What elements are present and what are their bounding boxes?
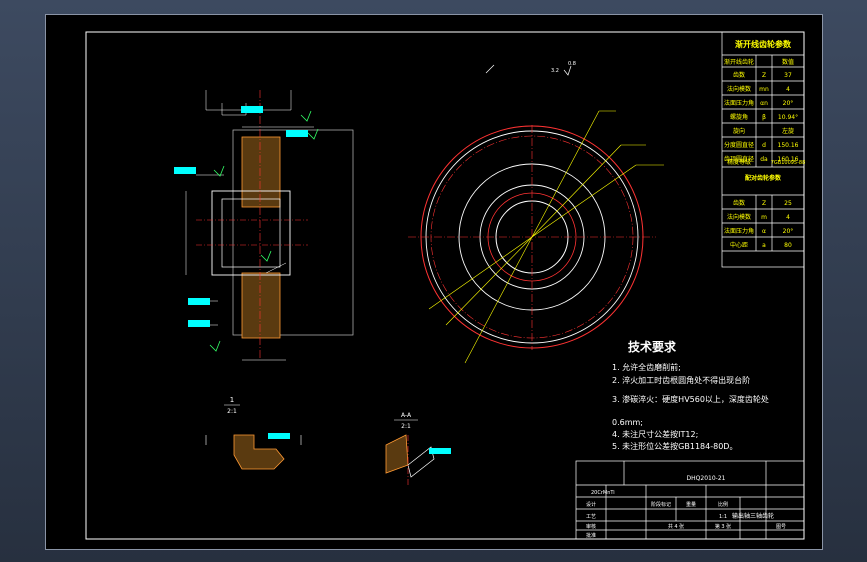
params-table bbox=[721, 31, 805, 268]
mating-name: 法向模数 bbox=[727, 213, 751, 221]
param-value: 37 bbox=[784, 72, 792, 79]
param-value: 7GB10095-88 bbox=[771, 160, 806, 166]
mating-value: 25 bbox=[784, 200, 792, 207]
param-symbol: mn bbox=[759, 86, 769, 93]
gear-front-view bbox=[408, 64, 664, 364]
tech-req-item: 3. 渗碳淬火：硬度HV560以上，深度齿轮处 bbox=[612, 394, 769, 404]
mating-symbol: α bbox=[762, 228, 766, 235]
param-symbol: da bbox=[760, 156, 768, 163]
param-value: 20° bbox=[783, 100, 794, 107]
param-symbol: Z bbox=[762, 72, 766, 79]
drawing-border bbox=[85, 31, 805, 540]
param-name: 螺旋角 bbox=[730, 113, 748, 121]
tech-req-item: 4. 未注尺寸公差按IT12; bbox=[612, 429, 698, 439]
param-name: 精度等级 bbox=[727, 158, 751, 166]
detail-a-label: A-A bbox=[401, 412, 412, 419]
detail-1-label: 1 bbox=[230, 396, 234, 404]
center-note: 0.8 bbox=[568, 61, 576, 67]
drawing-label: 图号 bbox=[776, 524, 786, 530]
param-value: 4 bbox=[786, 86, 790, 93]
scale-value: 1:1 bbox=[719, 514, 727, 520]
gear-section-view bbox=[174, 90, 354, 361]
param-name: 齿顶圆直径 bbox=[724, 155, 754, 163]
mating-symbol: Z bbox=[762, 200, 766, 207]
reviewer-label: 审核 bbox=[586, 523, 596, 530]
param-value: 10.94° bbox=[778, 114, 798, 121]
detail-a-scale: 2:1 bbox=[401, 423, 411, 430]
tech-requirements: 技术要求 1. 允许全齿磨削前; 2. 淬火加工时齿根圆角处不得出现台阶 3. … bbox=[612, 339, 769, 451]
designer-label: 设计 bbox=[586, 501, 596, 508]
mating-title: 配对齿轮参数 bbox=[745, 174, 782, 182]
mating-value: 80 bbox=[784, 242, 792, 249]
tech-req-item: 0.6mm; bbox=[612, 418, 643, 427]
param-name: 旋向 bbox=[733, 127, 745, 135]
title-block bbox=[575, 460, 805, 540]
tech-req-item: 2. 淬火加工时齿根圆角处不得出现台阶 bbox=[612, 375, 750, 385]
sheet-number: 第 3 张 bbox=[715, 523, 731, 530]
ratio-label: 比例 bbox=[718, 501, 728, 508]
tech-req-title: 技术要求 bbox=[628, 339, 677, 354]
drawing-svg: 渐开线齿轮参数 渐开线齿轮 数值 齿数 Z 37 法向模数 mn 4 法面压力角… bbox=[85, 31, 806, 540]
param-name: 齿数 bbox=[733, 71, 745, 79]
mating-name: 法面压力角 bbox=[724, 227, 754, 235]
param-value: 左旋 bbox=[782, 127, 794, 135]
tech-req-item: 1. 允许全齿磨削前; bbox=[612, 362, 681, 372]
mating-rows: 齿数 Z 25 法向模数 m 4 法面压力角 α 20° 中心距 a 80 bbox=[724, 199, 793, 249]
weight-label: 重量 bbox=[686, 501, 696, 508]
drawing-canvas[interactable]: 渐开线齿轮参数 渐开线齿轮 数值 齿数 Z 37 法向模数 mn 4 法面压力角… bbox=[45, 14, 823, 550]
param-symbol: αn bbox=[760, 100, 768, 107]
param-name: 法面压力角 bbox=[724, 99, 754, 107]
params-rows: 齿数 Z 37 法向模数 mn 4 法面压力角 αn 20° 螺旋角 β 10.… bbox=[724, 71, 799, 163]
mating-symbol: a bbox=[762, 242, 766, 249]
params-header-value: 数值 bbox=[782, 58, 794, 66]
detail-view-a: A-A 2:1 bbox=[385, 412, 451, 485]
detail-1-scale: 2:1 bbox=[227, 408, 237, 415]
approve-label: 批准 bbox=[586, 532, 596, 539]
params-header-name: 渐开线齿轮 bbox=[724, 58, 754, 66]
params-table-title: 渐开线齿轮参数 bbox=[735, 39, 792, 49]
sheet-total: 共 4 张 bbox=[668, 523, 684, 530]
param-value: 160.16 bbox=[778, 156, 799, 163]
mating-name: 齿数 bbox=[733, 199, 745, 207]
param-symbol: β bbox=[762, 114, 766, 121]
param-value: 150.16 bbox=[778, 142, 799, 149]
param-name: 法向模数 bbox=[727, 85, 751, 93]
drawing-number: DHQ2010-21 bbox=[687, 475, 726, 482]
part-name: 输出轴三轴齿轮 bbox=[732, 512, 774, 520]
mating-value: 20° bbox=[783, 228, 794, 235]
roughness-note: 3.2 bbox=[551, 68, 559, 74]
param-name: 分度圆直径 bbox=[724, 141, 754, 149]
param-symbol: d bbox=[762, 142, 766, 149]
mating-value: 4 bbox=[786, 214, 790, 221]
mating-name: 中心距 bbox=[730, 241, 748, 249]
tech-req-item: 5. 未注形位公差按GB1184-80D。 bbox=[612, 441, 737, 451]
mating-symbol: m bbox=[761, 214, 767, 221]
process-label: 工艺 bbox=[586, 514, 596, 520]
material-label: 20CrMnTi bbox=[591, 490, 615, 496]
detail-view-1: 1 2:1 bbox=[205, 396, 302, 470]
stage-label: 阶段标记 bbox=[651, 501, 671, 508]
